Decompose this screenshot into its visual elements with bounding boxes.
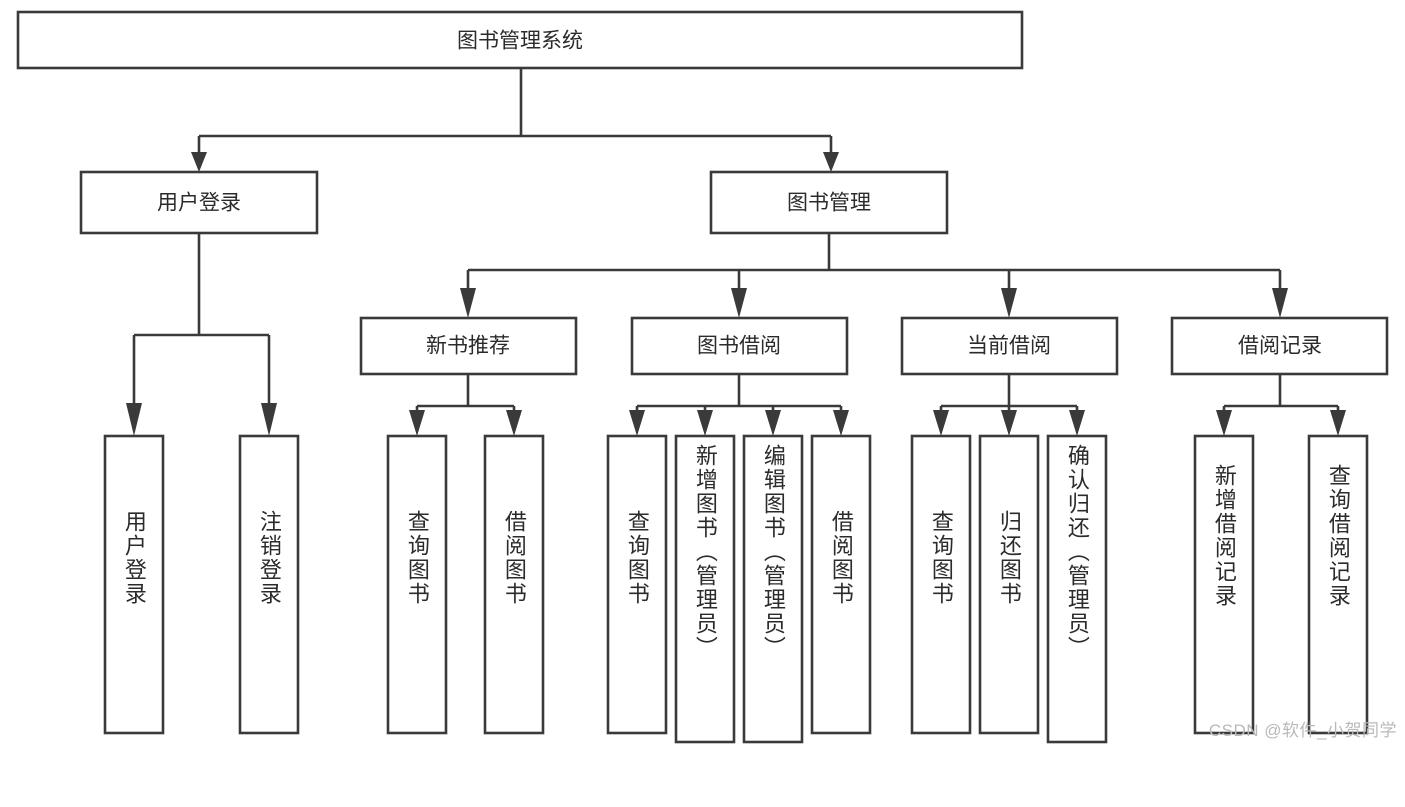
arrow-head-leaf-borrow-book-2 [833,410,849,436]
leaf-box-query-borrow-record[interactable] [1307,434,1369,735]
leaf-box-borrow-book-borrow[interactable] [810,434,872,735]
leaf-box-user-login[interactable] [103,434,165,735]
arrow-head-leaf-query-book-2 [629,410,645,436]
leaf-box-query-book-new[interactable] [386,434,448,735]
node-label-new-book-recommend: 新书推荐 [426,335,510,358]
arrow-head-leaf-edit-book [765,410,781,436]
leaf-box-query-book-borrow[interactable] [606,434,668,735]
node-box-book-borrow[interactable] [630,316,849,376]
node-box-book-manage[interactable] [709,170,949,235]
leaf-box-add-borrow-record[interactable] [1193,434,1255,735]
arrow-head-leaf-query-record [1330,410,1346,436]
diagram-root: 图书管理系统 用户登录 图书管理 新书推荐 [16,10,1397,744]
leaf-box-logout[interactable] [238,434,300,735]
arrow-head-borrow-record [1272,288,1288,318]
arrow-head-leaf-user-login [126,403,142,436]
node-label-current-borrow: 当前借阅 [967,335,1051,358]
node-box-borrow-record[interactable] [1170,316,1389,376]
arrow-head-current-borrow [1001,288,1017,318]
leaf-box-return-book[interactable] [978,434,1040,735]
node-label-borrow-record: 借阅记录 [1238,335,1322,358]
arrow-head-book-manage [823,152,839,172]
diagram-canvas: 图书管理系统 用户登录 图书管理 新书推荐 [16,10,1389,744]
arrow-head-new-book [460,288,476,318]
leaf-box-borrow-book-new[interactable] [483,434,545,735]
node-box-new-book-recommend[interactable] [359,316,578,376]
arrow-head-leaf-return-book [1001,410,1017,436]
leaf-box-edit-book[interactable] [742,434,804,744]
leaf-box-add-book[interactable] [674,434,736,744]
node-label-book-manage: 图书管理 [787,192,871,215]
arrow-head-user-login [191,152,207,172]
watermark-text: CSDN @软件_小贺同学 [1208,721,1397,740]
node-label-root: 图书管理系统 [457,30,583,53]
arrow-head-leaf-query-book-1 [409,410,425,436]
arrow-head-leaf-query-book-3 [933,410,949,436]
arrow-head-leaf-add-record [1216,410,1232,436]
arrow-head-leaf-confirm-return [1069,410,1085,436]
arrow-head-leaf-logout [261,403,277,436]
node-label-user-login: 用户登录 [157,192,241,215]
leaf-box-query-book-current[interactable] [910,434,972,735]
arrow-head-leaf-borrow-book-1 [506,410,522,436]
node-label-book-borrow: 图书借阅 [697,335,781,358]
leaf-box-confirm-return[interactable] [1046,434,1108,744]
node-box-current-borrow[interactable] [900,316,1119,376]
arrow-head-leaf-add-book [697,410,713,436]
node-box-root[interactable] [16,10,1024,70]
arrow-head-book-borrow [731,288,747,318]
